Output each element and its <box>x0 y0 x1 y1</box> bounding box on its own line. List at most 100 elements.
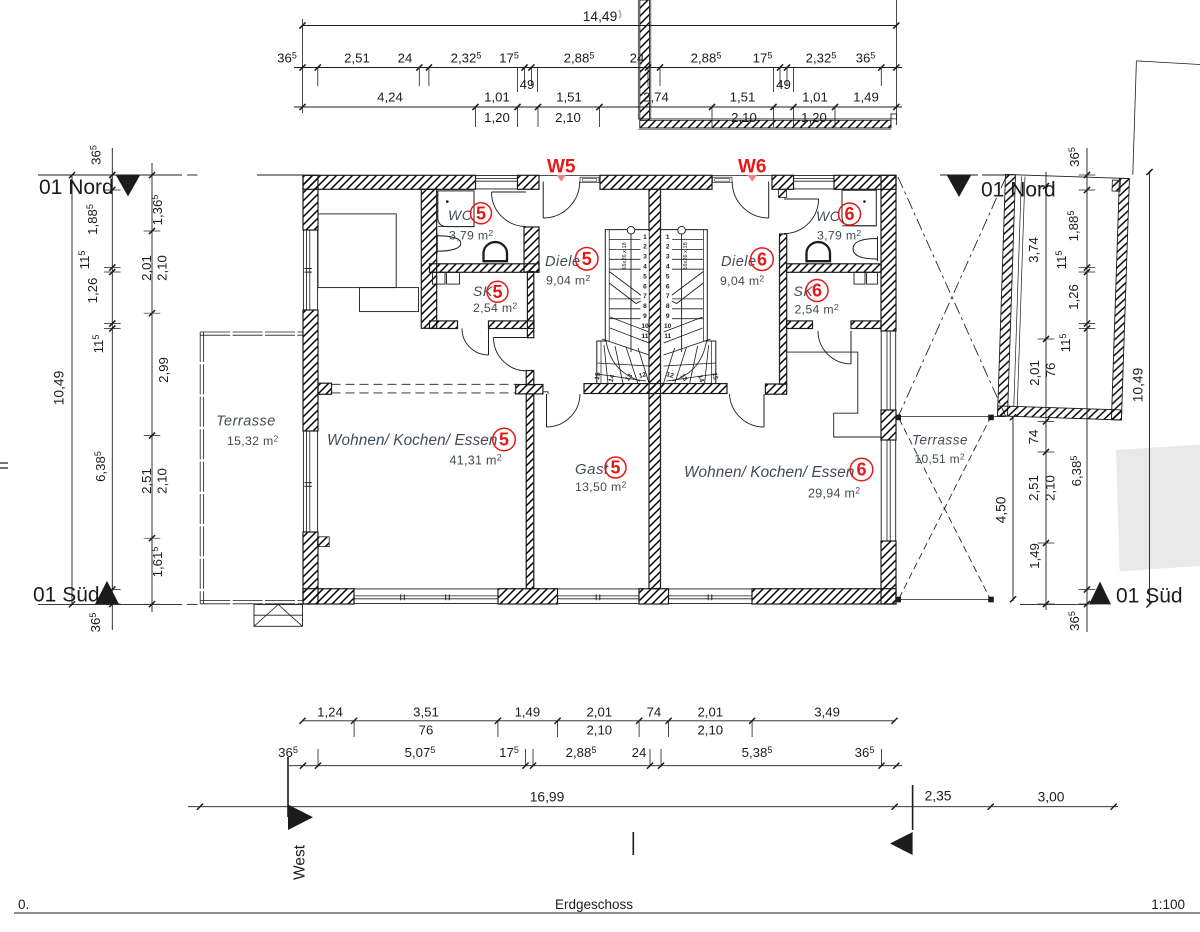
svg-text:2: 2 <box>643 244 647 251</box>
svg-text:2,325: 2,325 <box>806 50 837 65</box>
svg-text:1,615: 1,615 <box>150 547 165 578</box>
svg-text:3,51: 3,51 <box>413 704 439 719</box>
svg-text:3,00: 3,00 <box>1038 790 1065 805</box>
svg-text:1: 1 <box>643 234 647 241</box>
svg-text:3: 3 <box>643 254 647 261</box>
svg-text:11: 11 <box>642 333 649 340</box>
svg-text:3,49: 3,49 <box>814 704 840 719</box>
svg-text:Erdgeschoss: Erdgeschoss <box>555 897 633 912</box>
svg-text:1,01: 1,01 <box>484 90 510 105</box>
svg-text:01 Nord: 01 Nord <box>981 179 1056 202</box>
svg-text:1: 1 <box>666 234 670 241</box>
svg-text:74: 74 <box>1026 430 1041 445</box>
svg-text:Wohnen/ Kochen/ Essen: Wohnen/ Kochen/ Essen <box>684 464 854 481</box>
svg-text:1,49: 1,49 <box>853 90 879 105</box>
svg-text:8: 8 <box>643 303 647 310</box>
svg-text:2,10: 2,10 <box>1043 475 1058 501</box>
svg-text:13: 13 <box>624 372 634 382</box>
svg-text:74: 74 <box>647 704 662 719</box>
svg-text:2,10: 2,10 <box>555 110 581 125</box>
svg-text:10,51 m2: 10,51 m2 <box>915 451 965 466</box>
svg-text:1,49: 1,49 <box>1027 543 1042 569</box>
svg-text:6,385: 6,385 <box>1069 456 1084 487</box>
svg-text:24: 24 <box>632 745 647 760</box>
svg-text:1:100: 1:100 <box>1151 897 1185 912</box>
svg-text:2,51: 2,51 <box>344 51 370 66</box>
svg-text:7: 7 <box>666 293 670 300</box>
svg-text:5: 5 <box>499 430 509 450</box>
svg-text:7: 7 <box>643 293 647 300</box>
svg-text:6: 6 <box>643 283 647 290</box>
svg-text:Diele: Diele <box>721 254 757 270</box>
svg-text:6: 6 <box>812 281 822 301</box>
svg-text:29,94 m2: 29,94 m2 <box>808 486 860 501</box>
svg-text:W6: W6 <box>738 157 767 178</box>
svg-text:2,10: 2,10 <box>697 723 723 738</box>
svg-text:5: 5 <box>610 458 620 478</box>
svg-text:6,385: 6,385 <box>93 451 108 482</box>
svg-text:14,49: 14,49 <box>583 9 618 24</box>
svg-text:2,10: 2,10 <box>155 468 170 494</box>
svg-text:2,54 m2: 2,54 m2 <box>795 302 840 317</box>
svg-text:4,24: 4,24 <box>377 90 403 105</box>
svg-text:16,99: 16,99 <box>530 790 565 805</box>
svg-text:13: 13 <box>678 373 688 383</box>
svg-text:2,885: 2,885 <box>691 50 722 65</box>
svg-text:16x26 x 18: 16x26 x 18 <box>622 242 628 269</box>
svg-text:2,885: 2,885 <box>564 50 595 65</box>
svg-text:5,385: 5,385 <box>742 745 773 760</box>
svg-text:1,20: 1,20 <box>801 110 827 125</box>
svg-text:8: 8 <box>666 303 670 310</box>
svg-text:Terrasse: Terrasse <box>216 414 276 430</box>
svg-text:9,04 m2: 9,04 m2 <box>720 273 765 288</box>
svg-text:2,01: 2,01 <box>139 255 154 281</box>
svg-text:2: 2 <box>666 244 670 251</box>
svg-text:13,50 m2: 13,50 m2 <box>575 479 627 494</box>
svg-text:1,51: 1,51 <box>556 90 582 105</box>
svg-text:5: 5 <box>476 204 486 224</box>
svg-text:15,32 m2: 15,32 m2 <box>227 433 279 448</box>
svg-text:2,325: 2,325 <box>451 50 482 65</box>
svg-text:1,885: 1,885 <box>1066 211 1081 242</box>
svg-text:2,10: 2,10 <box>586 723 612 738</box>
svg-text:41,31 m2: 41,31 m2 <box>450 453 502 468</box>
svg-text:16x26 x 18: 16x26 x 18 <box>683 242 689 269</box>
svg-text:1,26: 1,26 <box>85 278 100 304</box>
svg-text:1,51: 1,51 <box>730 90 756 105</box>
svg-text:2,51: 2,51 <box>139 468 154 494</box>
svg-text:14: 14 <box>696 374 705 383</box>
svg-text:Diele: Diele <box>545 254 581 270</box>
svg-text:Gast: Gast <box>575 461 609 478</box>
svg-text:6: 6 <box>856 460 866 480</box>
svg-text:12: 12 <box>638 371 647 380</box>
svg-text:1,26: 1,26 <box>1066 284 1081 310</box>
svg-text:3,74: 3,74 <box>1026 237 1041 263</box>
svg-text:2,99: 2,99 <box>156 357 171 383</box>
svg-text:10,49: 10,49 <box>1131 367 1146 402</box>
svg-text:2,54 m2: 2,54 m2 <box>473 300 518 315</box>
svg-text:9: 9 <box>643 313 647 320</box>
svg-text:12: 12 <box>666 371 675 380</box>
svg-text:24: 24 <box>398 51 413 66</box>
svg-text:3,79 m2: 3,79 m2 <box>449 228 494 243</box>
svg-text:2,35: 2,35 <box>925 789 952 804</box>
svg-text:3: 3 <box>666 254 670 261</box>
svg-text:1,24: 1,24 <box>317 704 343 719</box>
svg-text:1,365: 1,365 <box>150 195 165 226</box>
svg-text:0.: 0. <box>18 897 29 912</box>
svg-text:W5: W5 <box>547 157 576 178</box>
svg-text:15: 15 <box>710 372 718 381</box>
svg-text:2,74: 2,74 <box>643 90 669 105</box>
svg-text:4: 4 <box>666 264 670 271</box>
svg-text:01 Süd: 01 Süd <box>33 584 100 607</box>
svg-text:5: 5 <box>643 273 647 280</box>
svg-text:6: 6 <box>757 249 767 269</box>
svg-text:9,04 m2: 9,04 m2 <box>546 273 591 288</box>
svg-text:10,49: 10,49 <box>52 370 67 405</box>
svg-text:WC: WC <box>816 208 841 224</box>
svg-text:SK: SK <box>794 283 814 299</box>
svg-text:3,79 m2: 3,79 m2 <box>817 228 862 243</box>
svg-text:14: 14 <box>608 374 617 383</box>
svg-text:Terrasse: Terrasse <box>912 433 968 448</box>
svg-text:10: 10 <box>664 323 672 330</box>
